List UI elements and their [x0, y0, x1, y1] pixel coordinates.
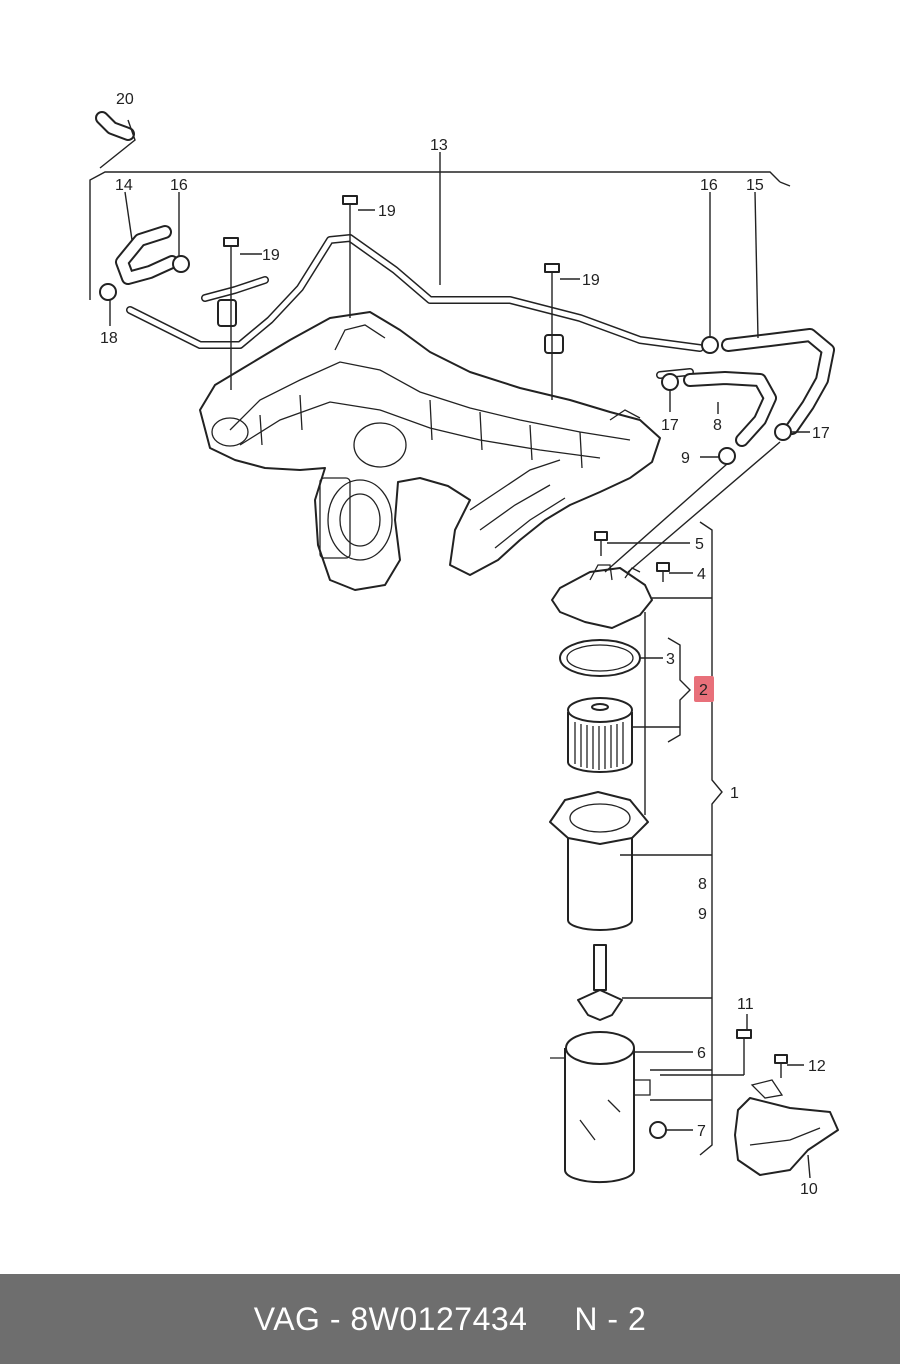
- callout-11: 11: [737, 996, 754, 1013]
- highlight-badge: 2: [694, 676, 714, 702]
- callout-19-b: 19: [262, 247, 280, 264]
- hoses: [95, 111, 835, 447]
- callout-7: 7: [697, 1123, 706, 1140]
- callout-19-a: 19: [378, 203, 396, 220]
- callout-18: 18: [100, 330, 118, 347]
- callout-15: 15: [746, 177, 764, 194]
- callout-labels: 20 13 14 16 16 15 19 19 19 18 17 8 17 9 …: [100, 91, 830, 1198]
- callout-5: 5: [695, 536, 704, 553]
- callout-19-c: 19: [582, 272, 600, 289]
- callout-20: 20: [116, 91, 134, 108]
- callout-8-kit: 8: [698, 876, 707, 893]
- callout-14: 14: [115, 177, 133, 194]
- callout-8-hose: 8: [713, 417, 722, 434]
- callout-16-left: 16: [170, 177, 188, 194]
- clamps-and-bolts: [99, 195, 792, 1139]
- callout-13: 13: [430, 137, 448, 154]
- callout-3: 3: [666, 651, 675, 668]
- callout-16-right: 16: [700, 177, 718, 194]
- leader-lines: [89, 119, 811, 1179]
- callout-9-kit: 9: [698, 906, 707, 923]
- callout-4: 4: [697, 566, 706, 583]
- parts-diagram: 20 13 14 16 16 15 19 19 19 18 17 8 17 9 …: [89, 91, 839, 1198]
- part-number-text: VAG - 8W0127434 N - 2: [253, 1300, 647, 1337]
- callout-17-right: 17: [812, 425, 830, 442]
- oil-filter-assembly: [549, 564, 839, 1184]
- callout-1: 1: [730, 785, 739, 802]
- callout-6: 6: [697, 1045, 706, 1062]
- breather-pipe-assembly: [126, 234, 704, 379]
- callout-17-left: 17: [661, 417, 679, 434]
- part-number-footer: VAG - 8W0127434 N - 2: [0, 1274, 900, 1364]
- callout-10: 10: [800, 1181, 818, 1198]
- callout-9-clamp: 9: [681, 450, 690, 467]
- intake-manifold: [199, 311, 661, 591]
- callout-2: 2: [699, 682, 708, 699]
- callout-12: 12: [808, 1058, 826, 1075]
